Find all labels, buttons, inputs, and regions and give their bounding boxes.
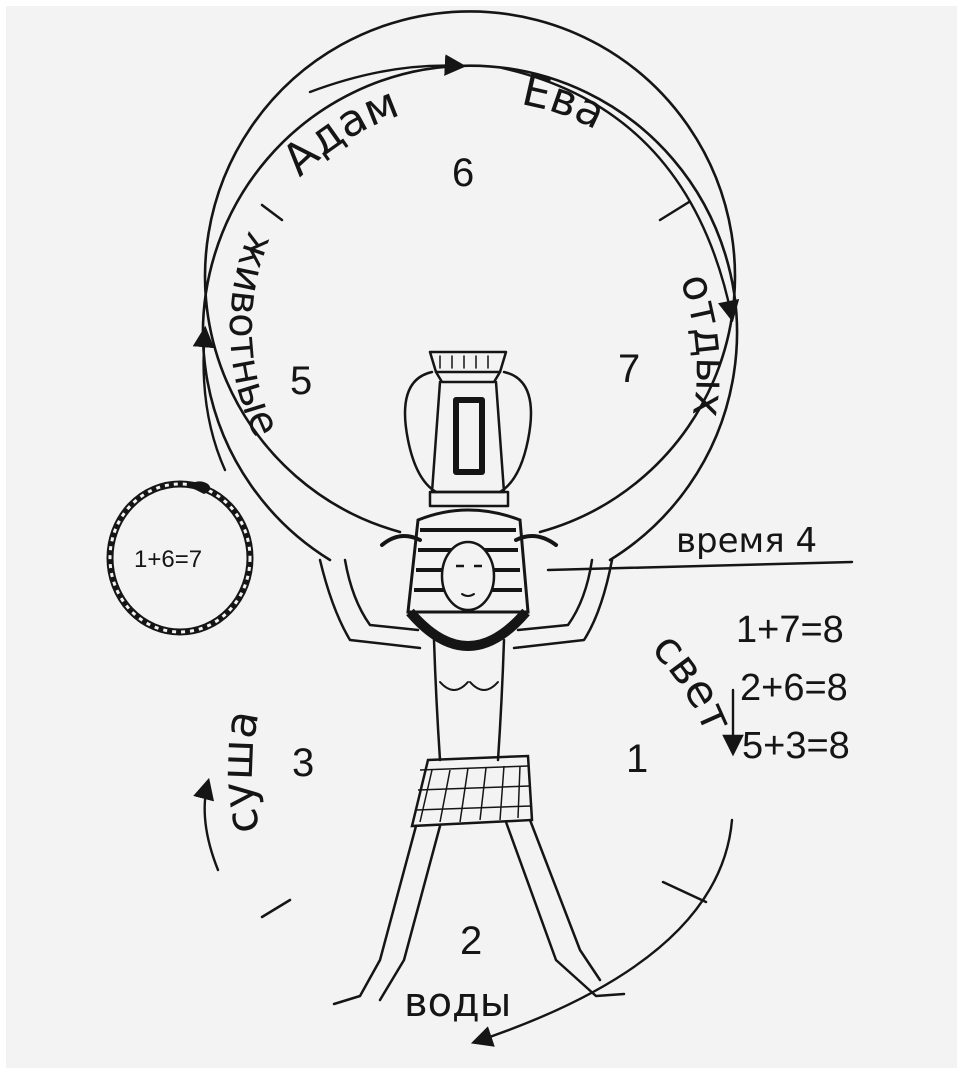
number-2: 2 [460, 919, 482, 963]
lower-circle [193, 10, 744, 1047]
arrow-top [308, 54, 467, 94]
lower-circle-outline [203, 10, 737, 534]
time-label: время 4 [676, 521, 817, 561]
goddess-body [318, 558, 626, 1006]
number-7: 7 [618, 347, 640, 391]
vessel-crown-icon [403, 350, 533, 508]
number-5: 5 [290, 359, 312, 403]
equation-1: 1+7=8 [736, 609, 844, 651]
time-line [546, 560, 854, 572]
word-zhivotnye: животные [220, 227, 289, 444]
page-background [6, 6, 957, 1068]
equation-3: 5+3=8 [742, 725, 850, 767]
word-adam: Адам [273, 77, 406, 186]
word-susha: суша [212, 706, 271, 838]
number-6: 6 [452, 151, 474, 195]
lower-divider-left [260, 898, 292, 919]
arrow-right-upper [500, 66, 740, 323]
ouroboros-equation: 1+6=7 [134, 546, 202, 573]
goddess-head-icon [380, 508, 558, 651]
word-eva: Ева [518, 65, 614, 140]
upper-divider-left [260, 203, 284, 222]
word-vody: воды [404, 980, 511, 1026]
arrow-left-upper [192, 325, 227, 472]
equation-2: 2+6=8 [740, 667, 848, 709]
ouroboros-icon [106, 480, 254, 636]
number-3: 3 [292, 741, 314, 785]
lower-divider-right [661, 880, 708, 904]
upper-circle-outline [201, 64, 739, 562]
upper-circle [192, 54, 740, 562]
arrow-left-lower [193, 777, 220, 872]
upper-divider-right [658, 200, 691, 222]
word-svet: свет [642, 623, 743, 740]
arrow-bottom [470, 818, 734, 1047]
number-1: 1 [626, 737, 648, 781]
